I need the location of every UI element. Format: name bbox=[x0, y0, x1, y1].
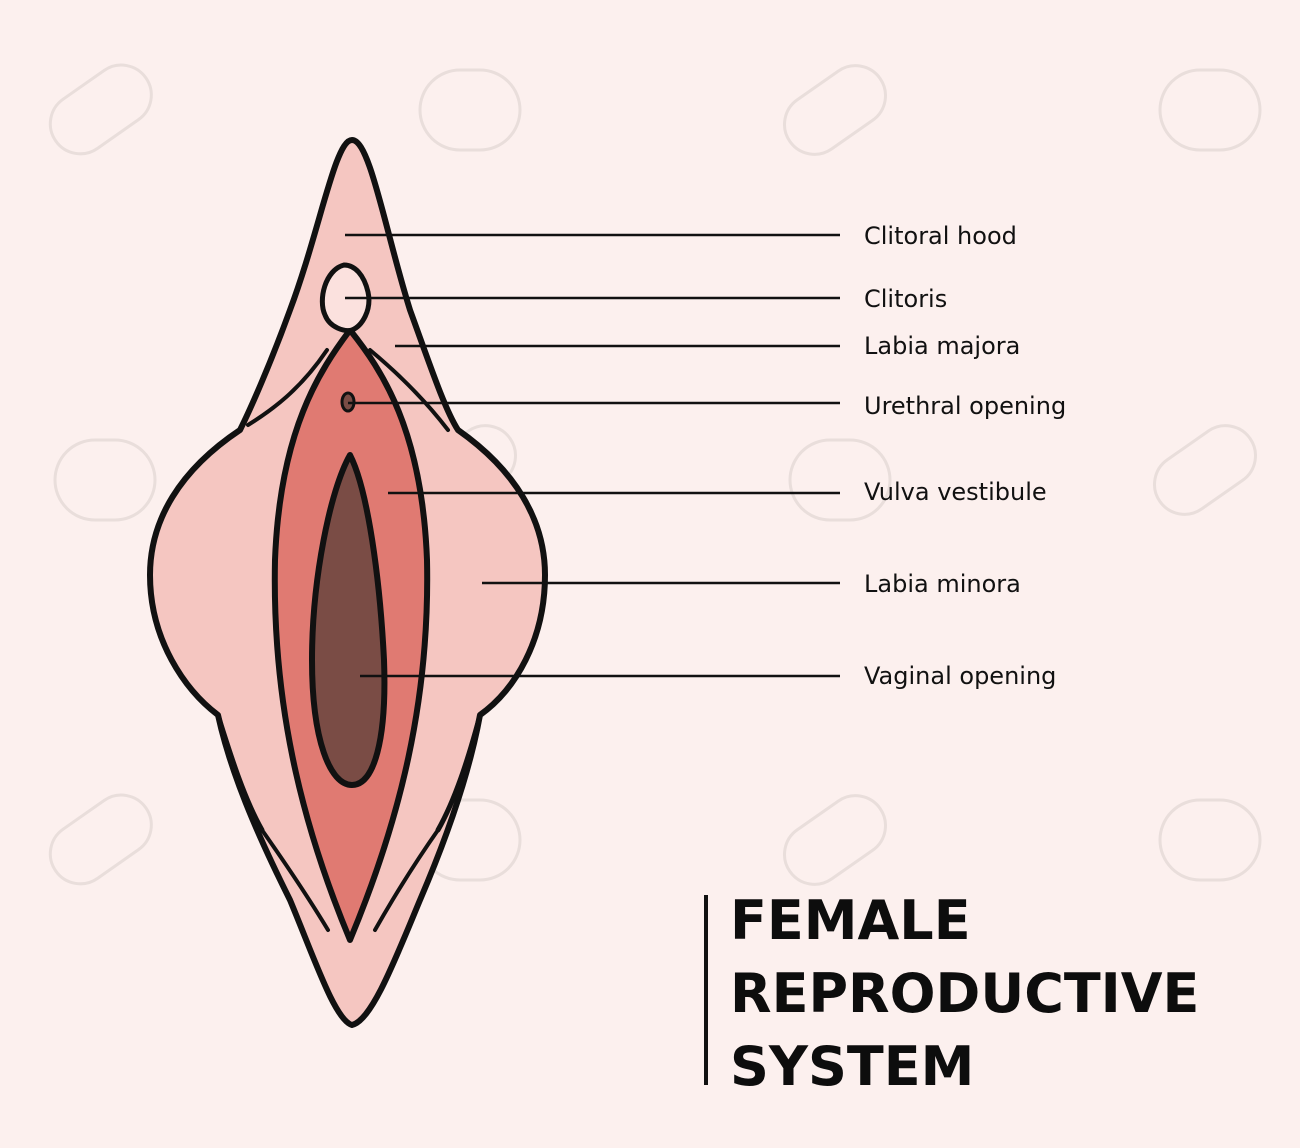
vaginal-opening-shape bbox=[309, 452, 388, 788]
left-inner-fold bbox=[260, 828, 330, 932]
title-line-2: REPRODUCTIVE bbox=[730, 962, 1200, 1025]
leader-lines bbox=[345, 233, 840, 678]
watermark-layer bbox=[48, 63, 1262, 886]
watermark-logo bbox=[1158, 798, 1262, 882]
right-inner-fold bbox=[373, 828, 440, 932]
left-upper-fold bbox=[246, 348, 329, 427]
watermark-logo bbox=[783, 64, 887, 156]
label-vulva-vestibule: Vulva vestibule bbox=[864, 478, 1047, 506]
label-labia-minora: Labia minora bbox=[864, 570, 1021, 598]
title-line-1: FEMALE bbox=[730, 889, 971, 952]
diagram-title: FEMALE REPRODUCTIVE SYSTEM bbox=[730, 884, 1199, 1103]
watermark-logo bbox=[1158, 68, 1262, 152]
title-line-3: SYSTEM bbox=[730, 1035, 975, 1098]
left-lower-fold bbox=[215, 712, 265, 833]
label-labia-majora: Labia majora bbox=[864, 332, 1021, 360]
label-urethral-opening: Urethral opening bbox=[864, 392, 1067, 420]
watermark-logo bbox=[48, 63, 153, 156]
watermark-logo bbox=[1153, 424, 1257, 516]
label-clitoral-hood: Clitoral hood bbox=[864, 222, 1017, 250]
watermark-logo bbox=[418, 68, 522, 152]
title-divider bbox=[704, 895, 708, 1085]
right-upper-fold bbox=[368, 348, 450, 432]
watermark-logo bbox=[783, 794, 887, 886]
label-vaginal-opening: Vaginal opening bbox=[864, 662, 1057, 690]
right-lower-fold bbox=[435, 712, 483, 833]
watermark-logo bbox=[788, 438, 892, 522]
label-clitoris: Clitoris bbox=[864, 285, 948, 313]
watermark-logo bbox=[48, 793, 153, 886]
watermark-logo bbox=[53, 438, 157, 522]
